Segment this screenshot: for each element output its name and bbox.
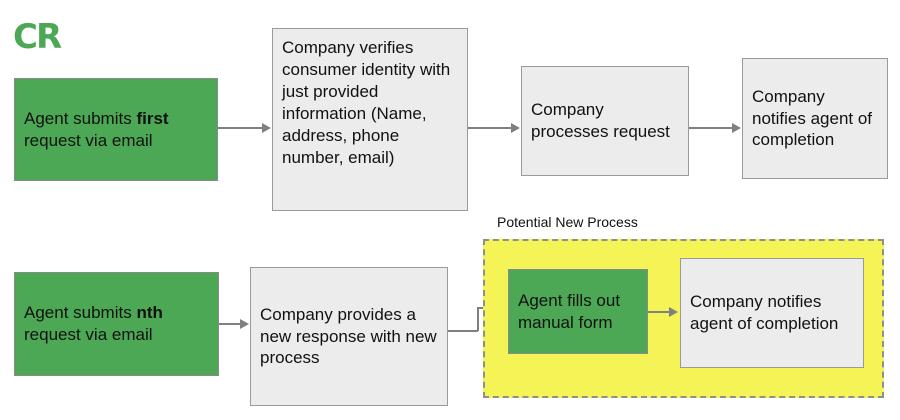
text-suffix: request via email [24,130,153,150]
connector-provides-elbow-riser [477,307,479,331]
consumer-reports-logo: CR [13,17,62,57]
connector-processes-to-notifies [689,127,733,129]
arrowhead-processes-to-notifies [732,123,741,133]
node-company-verifies-identity-label: Company verifies consumer identity with … [282,38,451,167]
connector-provides-elbow-out [448,330,478,332]
node-agent-fills-manual-form-label: Agent fills out manual form [518,290,621,332]
text-emphasis: first [136,108,169,128]
node-company-processes-request: Company processes request [521,66,689,176]
node-agent-submits-nth-label: Agent submits nth request via email [24,302,209,346]
connector-first-to-verifies [218,127,263,129]
arrowhead-manualform-to-notifies [669,307,678,317]
arrowhead-verifies-to-processes [511,123,520,133]
arrowhead-nth-to-provides [240,319,249,329]
node-company-notifies-completion-label: Company notifies agent of completion [752,86,873,150]
connector-verifies-to-processes [468,127,512,129]
node-agent-fills-manual-form: Agent fills out manual form [508,269,648,354]
node-company-notifies-completion-2-label: Company notifies agent of completion [690,292,839,333]
text-prefix: Agent submits [24,303,137,323]
connector-nth-to-provides [219,323,241,325]
text-suffix: request via email [24,325,153,344]
node-company-provides-new-response-label: Company provides a new response with new… [260,304,437,368]
node-company-notifies-completion-2: Company notifies agent of completion [680,258,864,368]
node-company-verifies-identity: Company verifies consumer identity with … [272,28,468,211]
arrowhead-first-to-verifies [262,123,271,133]
node-company-processes-request-label: Company processes request [531,100,670,141]
connector-manualform-to-notifies [648,311,671,313]
node-agent-submits-first: Agent submits first request via email [14,78,218,181]
node-company-notifies-completion: Company notifies agent of completion [742,58,888,179]
node-company-provides-new-response: Company provides a new response with new… [250,267,448,406]
group-label-potential-new-process: Potential New Process [497,214,638,230]
node-agent-submits-nth: Agent submits nth request via email [14,272,219,376]
node-agent-submits-first-label: Agent submits first request via email [24,108,208,152]
text-prefix: Agent submits [24,108,137,128]
text-emphasis: nth [136,303,163,323]
